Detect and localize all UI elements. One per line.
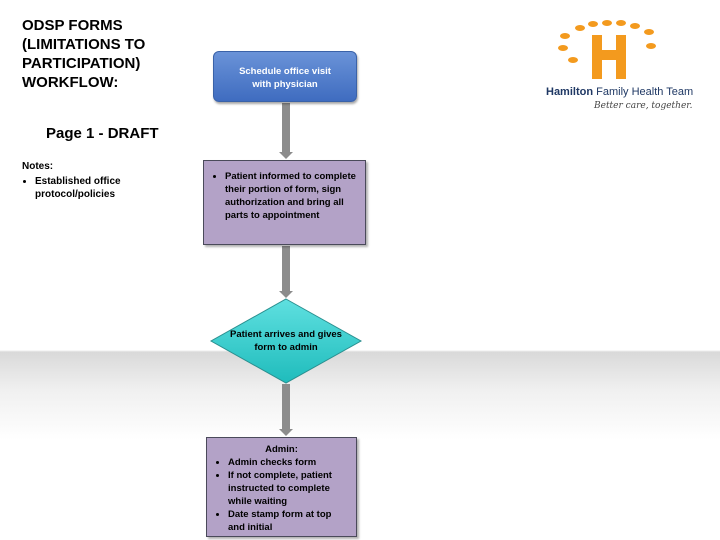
logo-tagline: Better care, together. xyxy=(594,101,693,111)
list-item: Date stamp form at top and initial xyxy=(228,508,350,534)
list-item: Patient informed to complete their porti… xyxy=(225,170,359,222)
arrow-head-3 xyxy=(279,429,293,436)
step-patient-informed: Patient informed to complete their porti… xyxy=(203,160,366,245)
notes-section: Notes: Established office protocol/polic… xyxy=(22,160,182,201)
notes-item: Established office protocol/policies xyxy=(35,175,182,201)
list-item: Admin checks form xyxy=(228,456,350,469)
connector-2 xyxy=(282,246,290,292)
arrow-head-1 xyxy=(279,152,293,159)
logo-name-rest: Family Health Team xyxy=(596,86,694,98)
step-admin: Admin: Admin checks form If not complete… xyxy=(206,437,357,537)
step-schedule-visit-text: Schedule office visit with physician xyxy=(239,66,331,90)
list-item: If not complete, patient instructed to c… xyxy=(228,469,350,508)
step-patient-arrives-text: Patient arrives and gives form to admin xyxy=(230,329,342,353)
logo-name: Hamilton Family Health Team xyxy=(546,86,693,98)
step-admin-list: Admin checks form If not complete, patie… xyxy=(213,456,350,534)
step-admin-heading: Admin: xyxy=(265,444,298,455)
connector-1 xyxy=(282,103,290,153)
page-title: ODSP FORMS (LIMITATIONS TO PARTICIPATION… xyxy=(22,17,146,91)
arrow-head-2 xyxy=(279,291,293,298)
logo-name-bold: Hamilton xyxy=(546,86,594,98)
notes-heading: Notes: xyxy=(22,161,54,172)
step-schedule-visit: Schedule office visit with physician xyxy=(213,51,357,102)
step-patient-informed-list: Patient informed to complete their porti… xyxy=(210,170,359,222)
connector-3 xyxy=(282,384,290,430)
page-label: Page 1 - DRAFT xyxy=(46,125,159,142)
hamilton-fht-logo xyxy=(558,20,656,79)
decision-diamond xyxy=(209,298,363,384)
notes-list: Established office protocol/policies xyxy=(22,175,182,201)
